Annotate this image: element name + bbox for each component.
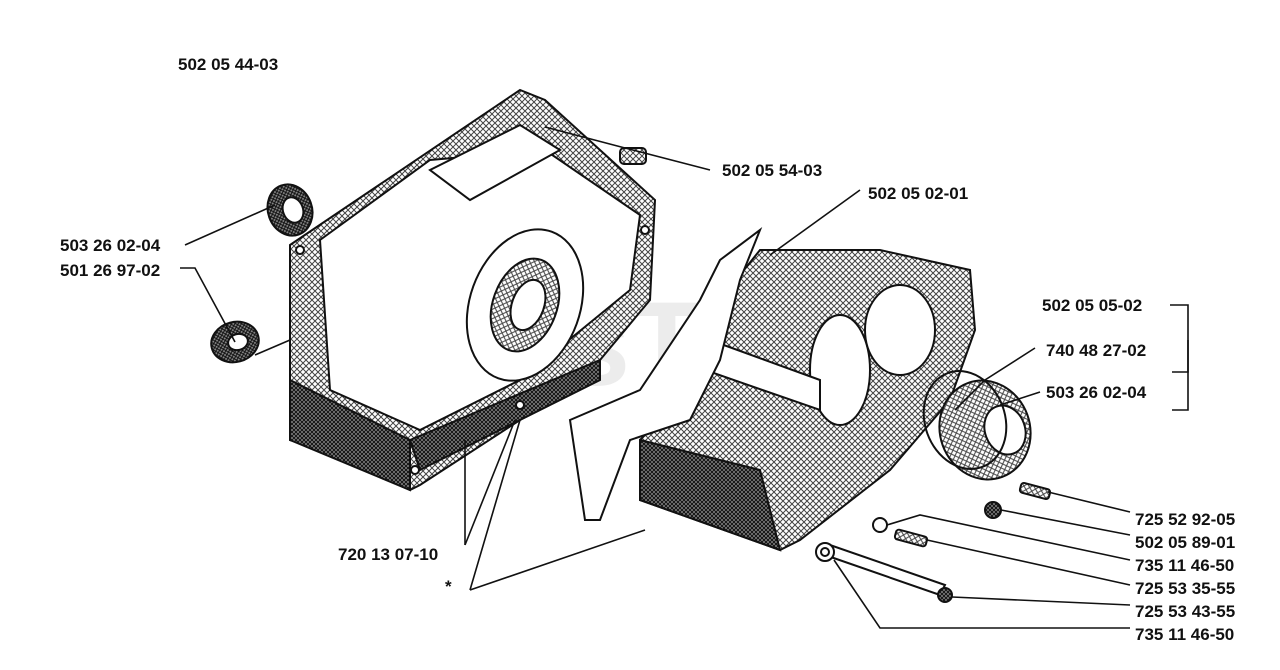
washer-735114650-b	[815, 542, 835, 562]
label-720130710: 720 13 07-10	[338, 545, 438, 564]
bearing-housing-part	[922, 370, 1032, 481]
screw-725529205	[1018, 481, 1052, 501]
label-501269702: 501 26 97-02	[60, 261, 160, 280]
label-725529205: 725 52 92-05	[1135, 510, 1235, 529]
gasket-part	[568, 227, 763, 521]
label-735114650-a: 735 11 46-50	[1135, 556, 1234, 575]
label-502058901: 502 05 89-01	[1135, 533, 1235, 552]
left-crankcase-half	[289, 88, 657, 492]
label-503260204-b: 503 26 02-04	[1046, 383, 1147, 402]
label-735114650-b: 735 11 46-50	[1135, 625, 1234, 644]
label-502050502: 502 05 05-02	[1042, 296, 1142, 315]
label-asterisk: *	[445, 577, 452, 596]
label-740482702: 740 48 27-02	[1046, 341, 1146, 360]
label-725534355: 725 53 43-55	[1135, 602, 1235, 621]
label-502055403: 502 05 54-03	[722, 161, 822, 180]
leader-lines	[180, 126, 1189, 629]
label-503260204-a: 503 26 02-04	[60, 236, 161, 255]
bearing-part	[266, 183, 314, 237]
label-725533555: 725 53 35-55	[1135, 579, 1235, 598]
washer-502058901	[984, 501, 1002, 519]
assembly-label: 502 05 44-03	[178, 55, 278, 74]
washer-735114650	[872, 517, 888, 533]
screw-725533555	[893, 528, 929, 548]
label-502050201: 502 05 02-01	[868, 184, 968, 203]
